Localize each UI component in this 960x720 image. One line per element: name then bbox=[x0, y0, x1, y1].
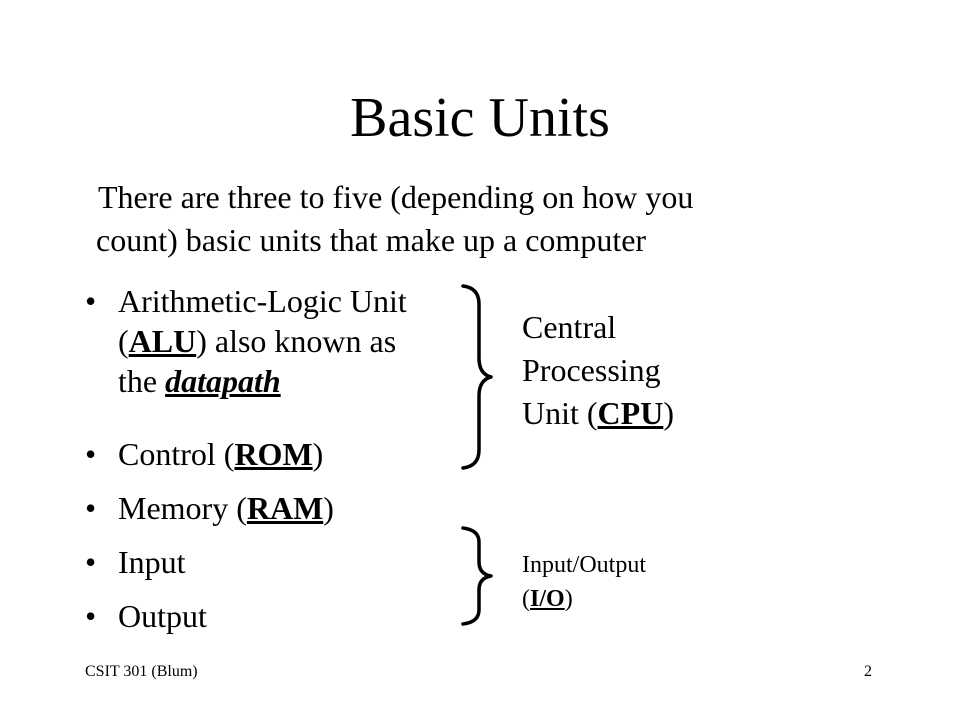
intro-line-2: count) basic units that make up a comput… bbox=[96, 222, 647, 258]
bullet-item-control: • Control (ROM) bbox=[85, 434, 465, 488]
io-line-2: (I/O) bbox=[522, 582, 722, 616]
bullet-glyph: • bbox=[85, 544, 97, 580]
bullet-glyph: • bbox=[85, 490, 97, 526]
io-line-1: Input/Output bbox=[522, 552, 646, 578]
intro-line-1: There are three to five (depending on ho… bbox=[98, 179, 694, 215]
footer-page-number: 2 bbox=[864, 663, 872, 680]
control-suffix: ) bbox=[312, 436, 324, 472]
bullet-item-memory: • Memory (RAM) bbox=[85, 488, 465, 542]
bullet-glyph: • bbox=[85, 283, 97, 319]
bullet-item-alu: • Arithmetic-Logic Unit (ALU) also known… bbox=[85, 281, 465, 434]
alu-line-3-prefix: the bbox=[118, 363, 166, 399]
io-close-paren: ) bbox=[564, 586, 573, 612]
bullet-text-output: Output bbox=[118, 598, 207, 634]
cpu-line-3-suffix: ) bbox=[663, 395, 674, 431]
bullet-glyph: • bbox=[85, 436, 97, 472]
bullet-text-input: Input bbox=[118, 544, 186, 580]
slide-title: Basic Units bbox=[350, 87, 610, 149]
io-abbr: I/O bbox=[530, 586, 565, 612]
rom-abbr: ROM bbox=[234, 436, 313, 472]
ram-abbr: RAM bbox=[246, 490, 324, 526]
memory-suffix: ) bbox=[323, 490, 334, 526]
intro-text: There are three to five (depending on ho… bbox=[96, 176, 818, 262]
bullet-text-control: Control (ROM) bbox=[118, 434, 465, 474]
datapath-emphasis: datapath bbox=[165, 363, 281, 399]
cpu-brace bbox=[461, 284, 493, 470]
io-open-paren: ( bbox=[522, 586, 530, 612]
cpu-line-3-prefix: Unit ( bbox=[522, 395, 598, 431]
bullet-text-memory: Memory (RAM) bbox=[118, 488, 465, 528]
io-brace bbox=[461, 526, 493, 626]
bullet-item-input: • Input bbox=[85, 542, 465, 596]
alu-open-paren: ( bbox=[118, 323, 129, 359]
bullet-text-alu: Arithmetic-Logic Unit (ALU) also known a… bbox=[118, 281, 465, 401]
alu-line-1: Arithmetic-Logic Unit bbox=[118, 283, 407, 319]
control-prefix: Control ( bbox=[118, 436, 235, 472]
memory-prefix: Memory ( bbox=[118, 490, 247, 526]
cpu-line-1: Central bbox=[522, 309, 617, 345]
cpu-line-2: Processing bbox=[522, 352, 661, 388]
bullet-glyph: • bbox=[85, 598, 97, 634]
cpu-abbr: CPU bbox=[597, 395, 664, 431]
alu-line-2-rest: ) also known as bbox=[196, 323, 397, 359]
bullet-list: • Arithmetic-Logic Unit (ALU) also known… bbox=[85, 281, 465, 650]
bullet-item-output: • Output bbox=[85, 596, 465, 650]
cpu-line-3: Unit (CPU) bbox=[522, 392, 722, 435]
io-group-label: Input/Output (I/O) bbox=[522, 548, 722, 616]
footer-course: CSIT 301 (Blum) bbox=[85, 663, 198, 680]
cpu-group-label: Central Processing Unit (CPU) bbox=[522, 306, 722, 435]
alu-abbr: ALU bbox=[128, 323, 197, 359]
